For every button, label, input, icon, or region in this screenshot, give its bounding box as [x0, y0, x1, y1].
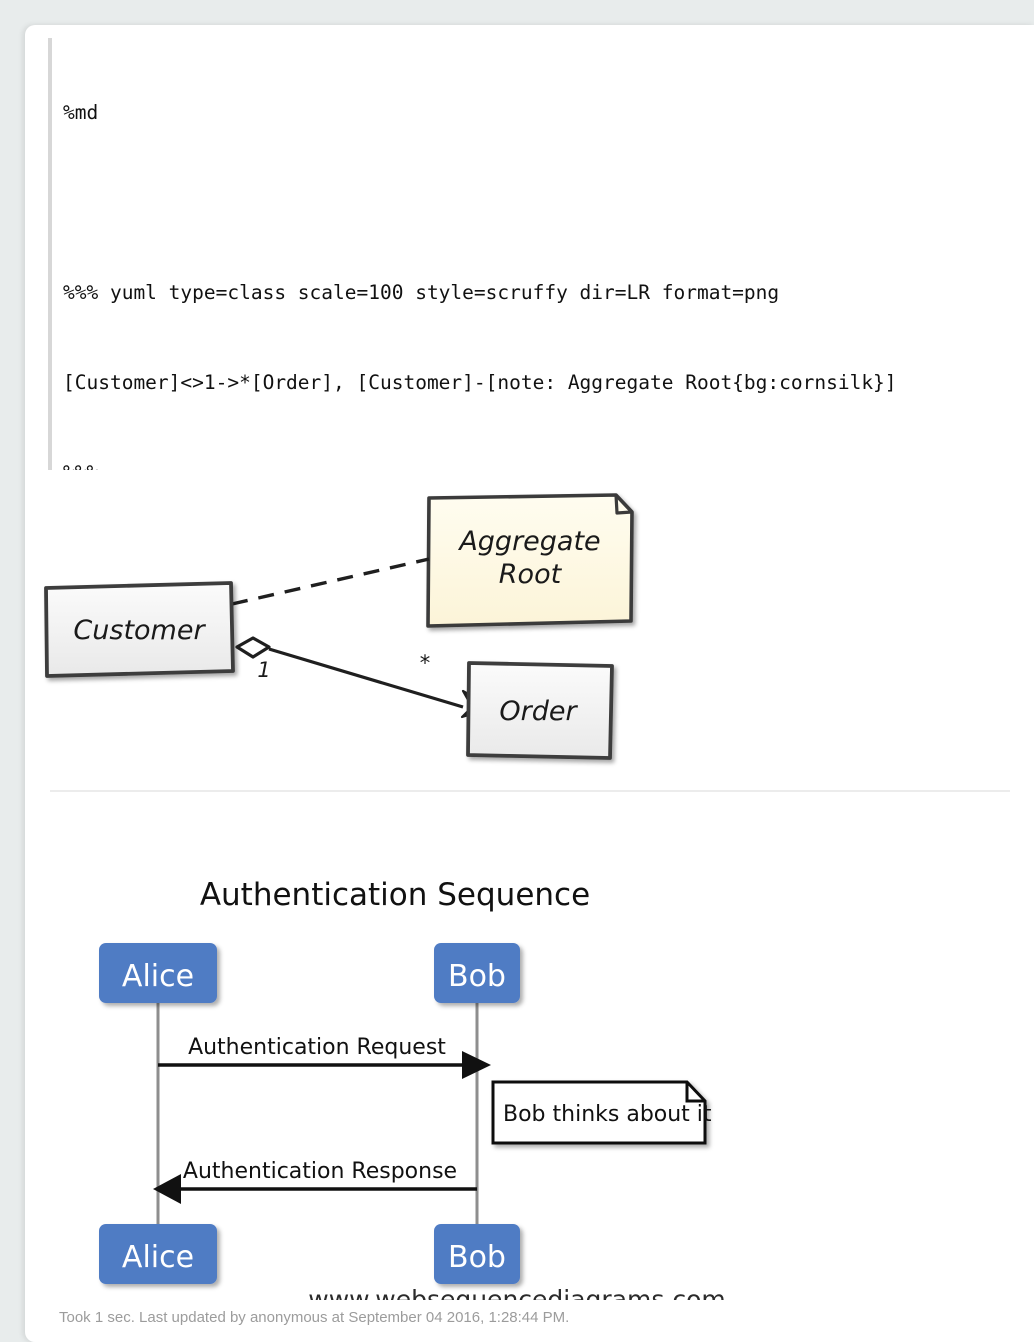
class-node-label-customer: Customer: [73, 615, 206, 646]
message-label-authentication-request: Authentication Request: [188, 1035, 446, 1060]
code-text[interactable]: %md %%% yuml type=class scale=100 style=…: [63, 38, 1013, 470]
sequence-diagram-title: Authentication Sequence: [200, 877, 590, 913]
message-label-authentication-response: Authentication Response: [183, 1159, 457, 1184]
code-line: [Customer]<>1->*[Order], [Customer]-[not…: [63, 371, 897, 394]
sequence-diagram-watermark: www.websequencediagrams.com: [308, 1285, 725, 1300]
class-diagram-node-customer: [44, 581, 235, 678]
message-arrow-authentication-response: [153, 1174, 477, 1204]
code-line: %md: [63, 101, 99, 124]
actor-box-alice-top: [99, 943, 217, 1003]
class-diagram-output: Aggregate Root Customer 1 *: [25, 455, 1034, 800]
paragraph-status-footer: Took 1 sec. Last updated by anonymous at…: [59, 1309, 570, 1326]
note-label-line2: Root: [499, 559, 563, 590]
notebook-paragraph-card: %md %%% yuml type=class scale=100 style=…: [25, 25, 1034, 1342]
class-node-label-order: Order: [499, 696, 578, 727]
sequence-note-bob-thinks: [491, 1080, 707, 1145]
actor-box-alice-bottom: [99, 1224, 217, 1284]
message-arrow-authentication-request: [158, 1051, 491, 1079]
edge-multiplicity-source: 1: [257, 658, 270, 682]
class-diagram-node-order: [466, 661, 614, 760]
sequence-diagram-output: Authentication Sequence Alice Bob: [25, 820, 1034, 1300]
websequence-diagram-image: Authentication Sequence Alice Bob: [99, 877, 726, 1300]
yuml-class-diagram-image: Aggregate Root Customer 1 *: [44, 493, 634, 760]
code-editor[interactable]: %md %%% yuml type=class scale=100 style=…: [48, 38, 1013, 470]
sequence-note-label: Bob thinks about it: [503, 1102, 712, 1127]
edge-multiplicity-target: *: [420, 651, 431, 675]
actor-box-bob-bottom: [434, 1224, 520, 1284]
actor-label-alice-bottom: Alice: [122, 1240, 194, 1275]
class-diagram-aggregation-edge: [235, 636, 495, 719]
actor-label-bob-bottom: Bob: [448, 1240, 506, 1275]
note-label-line1: Aggregate: [457, 526, 600, 557]
class-diagram-dashed-link: [231, 557, 430, 606]
code-gutter-bar: [48, 38, 52, 470]
actor-label-alice-top: Alice: [122, 959, 194, 994]
output-divider: [50, 790, 1010, 792]
actor-box-bob-top: [434, 943, 520, 1003]
code-line: [63, 188, 1013, 218]
actor-label-bob-top: Bob: [448, 959, 506, 994]
code-line: %%% yuml type=class scale=100 style=scru…: [63, 281, 780, 304]
code-line: %%%: [63, 458, 1013, 470]
class-diagram-note-aggregate-root: [426, 493, 634, 628]
